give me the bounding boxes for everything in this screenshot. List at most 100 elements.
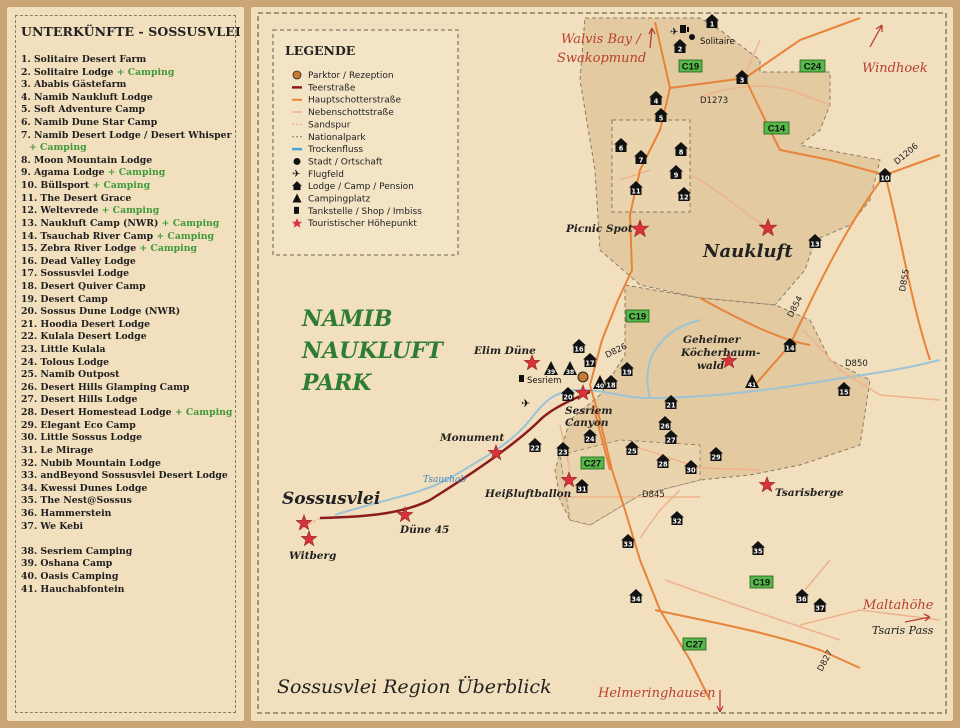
- legend-item: Hauptschotterstraße: [292, 96, 401, 106]
- accommodation-item: 31. Le Mirage: [21, 445, 237, 458]
- accommodation-name: 11. The Desert Grace: [21, 192, 132, 204]
- accommodation-name: 3. Ababis Gästefarm: [21, 79, 127, 91]
- accommodation-name: 4. Namib Naukluft Lodge: [21, 91, 153, 103]
- legend-label: Parktor / Rezeption: [308, 71, 394, 81]
- direction-helmeringhausen: Helmeringhausen: [597, 686, 716, 701]
- marker-number: 14: [785, 345, 795, 353]
- accommodation-name: 6. Namib Dune Star Camp: [21, 117, 158, 129]
- accommodation-name: 38. Sesriem Camping: [21, 545, 133, 557]
- accommodation-item: 2. Solitaire Lodge + Camping: [21, 67, 237, 80]
- lodge-marker-3: 3: [735, 70, 749, 85]
- lodge-icon: [878, 168, 892, 182]
- lodge-marker-14: 14: [783, 338, 797, 353]
- accommodation-item: 12. Weltevrede + Camping: [21, 205, 237, 218]
- accommodation-item: 27. Desert Hills Lodge: [21, 394, 237, 407]
- lodge-marker-15: 15: [837, 382, 851, 397]
- lodge-marker-19: 19: [620, 362, 634, 377]
- lodge-marker-16: 16: [572, 339, 586, 354]
- legend-item: Sandspur: [292, 120, 351, 130]
- marker-number: 29: [711, 454, 721, 462]
- accommodation-name: 32. Nubib Mountain Lodge: [21, 457, 161, 469]
- lodge-icon: [735, 70, 749, 84]
- lodge-icon: [674, 142, 688, 156]
- camping-badge: + Camping: [156, 230, 214, 242]
- accommodation-item: 24. Tolous Lodge: [21, 357, 237, 370]
- accommodation-item: 29. Elegant Eco Camp: [21, 420, 237, 433]
- lodge-marker-28: 28: [656, 454, 670, 469]
- accommodation-name: 26. Desert Hills Glamping Camp: [21, 381, 190, 393]
- route-badge-c19-south: C19: [749, 575, 774, 589]
- marker-number: 19: [622, 369, 632, 377]
- lodge-icon: [620, 362, 634, 376]
- lodge-icon: [649, 91, 663, 105]
- lodge-icon: [583, 353, 597, 367]
- svg-text:C19: C19: [682, 62, 699, 73]
- lodge-marker-5: 5: [654, 108, 668, 123]
- accommodation-item: 8. Moon Mountain Lodge: [21, 155, 237, 168]
- lodge-icon: [795, 589, 809, 603]
- accommodation-name: 5. Soft Adventure Camp: [21, 104, 146, 116]
- footer-title-bg: [270, 668, 572, 704]
- lodge-icon: [808, 234, 822, 248]
- accommodation-name: 15. Zebra River Lodge: [21, 243, 137, 255]
- town-dot-solitaire: [689, 34, 695, 40]
- lodge-icon: [673, 39, 687, 53]
- lodge-icon: [658, 416, 672, 430]
- highlight-label-witberg: Witberg: [289, 550, 336, 562]
- campsite-icon: [292, 193, 302, 203]
- svg-text:C19: C19: [629, 312, 646, 323]
- svg-text:C14: C14: [768, 124, 786, 135]
- accommodation-name: 16. Dead Valley Lodge: [21, 255, 136, 267]
- accommodation-item: 34. Kwessi Dunes Lodge: [21, 483, 237, 496]
- accommodation-name: 1. Solitaire Desert Farm: [21, 54, 147, 65]
- accommodation-item: 41. Hauchabfontein: [21, 584, 237, 597]
- marker-number: 11: [631, 188, 641, 196]
- accommodation-name: 2. Solitaire Lodge: [21, 66, 114, 78]
- accommodation-item: + Camping: [21, 142, 237, 155]
- legend-item: Parktor / Rezeption: [292, 70, 394, 81]
- svg-text:C19: C19: [753, 578, 770, 589]
- lodge-icon: [684, 460, 698, 474]
- accommodation-item: 15. Zebra River Lodge + Camping: [21, 243, 237, 256]
- legend-item: Stadt / Ortschaft: [293, 157, 383, 167]
- accommodation-name: 8. Moon Mountain Lodge: [21, 154, 153, 166]
- lodge-marker-23: 23: [556, 442, 570, 457]
- lodge-marker-2: 2: [673, 39, 687, 54]
- park-name-line-1: NAMIB: [301, 306, 392, 332]
- lodge-icon: [634, 150, 648, 164]
- legend-item: Nebenschottstraße: [292, 108, 394, 118]
- lodge-icon: [575, 479, 589, 493]
- marker-number: 28: [658, 461, 668, 469]
- road-label-d855: D855: [898, 268, 912, 292]
- marker-number: 4: [654, 98, 659, 106]
- route-badge-c14: C14: [763, 121, 790, 135]
- camping-badge: + Camping: [174, 407, 233, 419]
- lodge-marker-18: 18: [604, 375, 618, 390]
- legend-label: Teerstraße: [307, 83, 356, 93]
- lodge-marker-41: 41: [745, 374, 759, 389]
- svg-text:C24: C24: [804, 62, 822, 73]
- marker-number: 13: [810, 241, 820, 249]
- accommodation-item: 5. Soft Adventure Camp: [21, 104, 237, 117]
- lodge-icon: [572, 339, 586, 353]
- place-naukluft: Naukluft: [702, 241, 793, 262]
- lodge-marker-22: 22: [528, 438, 542, 453]
- accommodation-name: 23. Little Kulala: [21, 344, 106, 356]
- camping-badge: + Camping: [107, 167, 166, 179]
- marker-number: 22: [530, 445, 540, 453]
- legend-label: Lodge / Camp / Pension: [308, 182, 414, 192]
- direction-walvis-bay: Walvis Bay /: [561, 32, 642, 47]
- accommodation-item: 18. Desert Quiver Camp: [21, 281, 237, 294]
- highlight-star-dune-45: [396, 506, 414, 522]
- accommodation-name: 36. Hammerstein: [21, 507, 112, 519]
- gate-circle-icon: [292, 70, 302, 80]
- park-gate-marker: [577, 371, 589, 383]
- campsite-icon: [544, 361, 558, 375]
- lodge-marker-21: 21: [664, 395, 678, 410]
- marker-number: 8: [679, 149, 684, 157]
- marker-number: 10: [880, 175, 890, 183]
- accommodation-item: 17. Sossusvlei Lodge: [21, 268, 237, 281]
- list-spacer: [21, 533, 237, 546]
